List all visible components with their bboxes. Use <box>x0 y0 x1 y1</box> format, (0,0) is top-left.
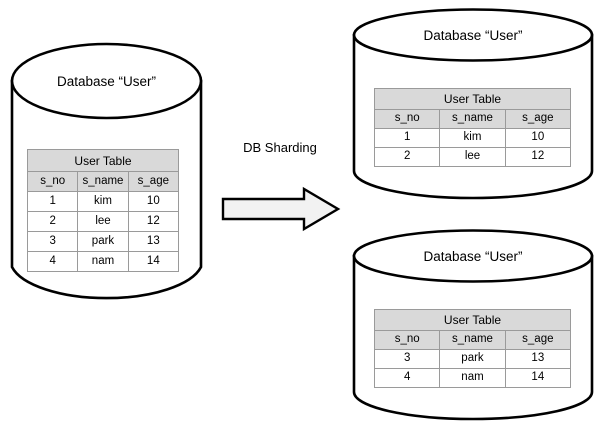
cell-s-no: 1 <box>26 191 79 212</box>
cell-s-age: 14 <box>504 368 572 388</box>
cell-s-no: 1 <box>373 128 441 148</box>
table-caption: User Table <box>374 88 571 110</box>
column-header-s-age: s_age <box>504 109 572 129</box>
cell-s-no: 4 <box>26 251 79 272</box>
cell-s-age: 10 <box>127 191 180 212</box>
table-caption: User Table <box>374 309 571 331</box>
cell-s-name: kim <box>439 128 506 148</box>
table-header-row: s_no s_name s_age <box>373 109 572 129</box>
shard-database-2-title: Database “User” <box>423 249 523 264</box>
cell-s-age: 12 <box>504 147 572 167</box>
table-row: 4 nam 14 <box>373 368 572 388</box>
cell-s-age: 13 <box>127 231 180 252</box>
cell-s-name: park <box>439 349 506 369</box>
shard-database-1-title: Database “User” <box>423 28 523 43</box>
cell-s-name: park <box>77 231 129 252</box>
column-header-s-no: s_no <box>373 330 441 350</box>
cell-s-name: nam <box>439 368 506 388</box>
cell-s-name: nam <box>77 251 129 272</box>
table-caption-row: User Table <box>374 88 571 110</box>
cell-s-age: 14 <box>127 251 180 272</box>
cell-s-name: lee <box>439 147 506 167</box>
cell-s-no: 2 <box>26 211 79 232</box>
cell-s-no: 3 <box>373 349 441 369</box>
table-row: 3 park 13 <box>26 231 180 252</box>
db-sharding-arrow <box>220 186 342 232</box>
column-header-s-age: s_age <box>504 330 572 350</box>
source-user-table: User Table s_no s_name s_age 1 kim 10 2 … <box>26 149 180 272</box>
table-row: 1 kim 10 <box>26 191 180 212</box>
db-sharding-label: DB Sharding <box>243 140 317 155</box>
column-header-s-age: s_age <box>127 171 180 192</box>
column-header-s-name: s_name <box>439 330 506 350</box>
cell-s-age: 12 <box>127 211 180 232</box>
shard-1-user-table: User Table s_no s_name s_age 1 kim 10 2 … <box>373 88 572 167</box>
cell-s-no: 2 <box>373 147 441 167</box>
table-row: 1 kim 10 <box>373 128 572 148</box>
column-header-s-name: s_name <box>77 171 129 192</box>
cell-s-age: 10 <box>504 128 572 148</box>
arrow-right-icon <box>221 186 341 232</box>
table-row: 4 nam 14 <box>26 251 180 272</box>
table-header-row: s_no s_name s_age <box>26 171 180 192</box>
cell-s-age: 13 <box>504 349 572 369</box>
table-row: 2 lee 12 <box>26 211 180 232</box>
shard-2-user-table: User Table s_no s_name s_age 3 park 13 4… <box>373 309 572 388</box>
source-database-title: Database “User” <box>56 74 157 89</box>
column-header-s-name: s_name <box>439 109 506 129</box>
column-header-s-no: s_no <box>373 109 441 129</box>
table-caption-row: User Table <box>27 149 179 172</box>
cell-s-name: kim <box>77 191 129 212</box>
table-caption-row: User Table <box>374 309 571 331</box>
table-row: 3 park 13 <box>373 349 572 369</box>
cell-s-no: 4 <box>373 368 441 388</box>
table-row: 2 lee 12 <box>373 147 572 167</box>
table-header-row: s_no s_name s_age <box>373 330 572 350</box>
cell-s-name: lee <box>77 211 129 232</box>
table-caption: User Table <box>27 149 179 172</box>
column-header-s-no: s_no <box>26 171 79 192</box>
cell-s-no: 3 <box>26 231 79 252</box>
